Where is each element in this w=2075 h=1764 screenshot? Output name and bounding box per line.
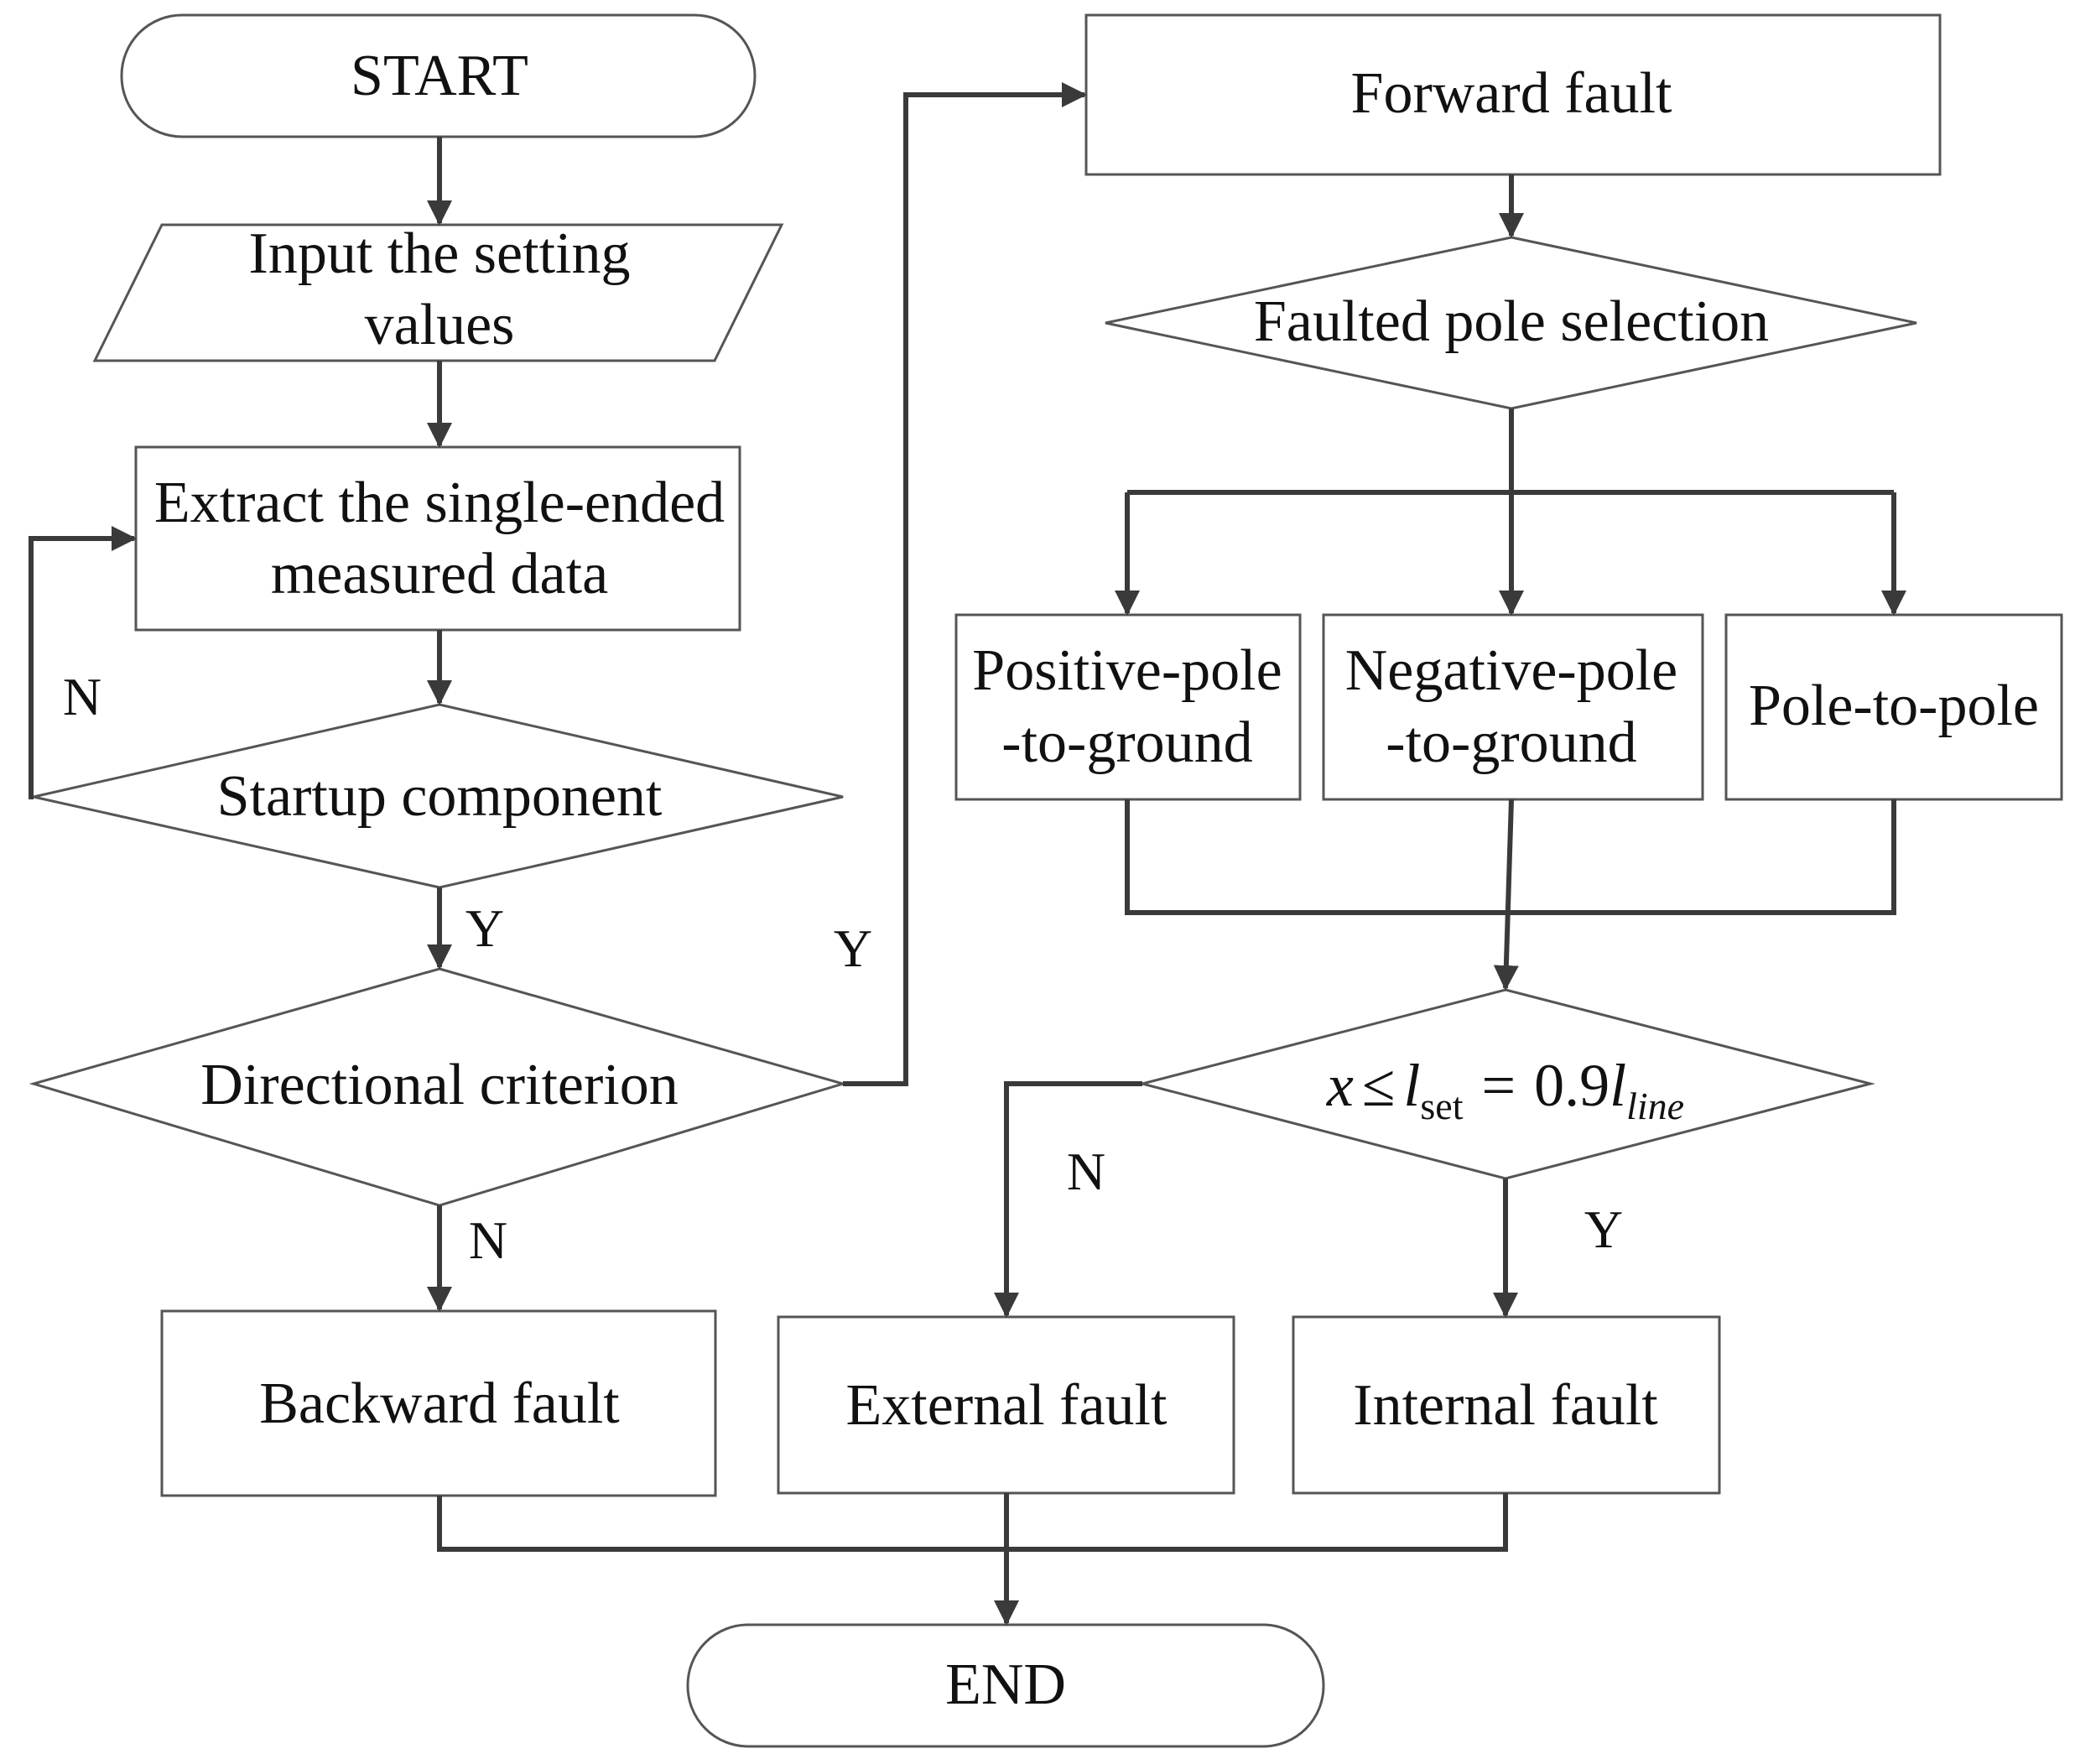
extract-data-box [134, 445, 741, 632]
backward-fault-box [160, 1309, 717, 1497]
internal-fault-box [1292, 1315, 1721, 1495]
input-label-line2: values [365, 293, 515, 357]
negative-label-line2: -to-ground [1386, 710, 1636, 775]
arrow-startup-no-loop [29, 526, 137, 799]
arrow-merge-to-condition [1493, 799, 1519, 991]
startup-label: Startup component [217, 764, 663, 829]
condition-yes-label: Y [1584, 1199, 1623, 1259]
startup-no-label: N [63, 667, 101, 726]
directional-no-label: N [469, 1210, 507, 1270]
condition-no-label: N [1067, 1142, 1105, 1201]
extract-label-line1: Extract the single-ended [154, 471, 725, 535]
arrow-condition-no-to-external [994, 1081, 1142, 1318]
pole-to-pole-box [1724, 613, 2063, 801]
end-label: END [945, 1652, 1066, 1717]
faulted-pole-label: Faulted pole selection [1254, 289, 1769, 354]
directional-yes-label: Y [834, 918, 872, 978]
directional-label: Directional criterion [200, 1053, 678, 1117]
forward-fault-box [1084, 13, 1942, 176]
backward-label: Backward fault [259, 1371, 620, 1436]
external-fault-box [777, 1315, 1235, 1495]
input-settings-parallelogram [92, 223, 784, 362]
input-label-line1: Input the setting [249, 221, 631, 286]
negative-label-line1: Negative-pole [1345, 638, 1677, 703]
startup-yes-label: Y [465, 898, 504, 958]
positive-label-line2: -to-ground [1001, 710, 1252, 775]
extract-label-line2: measured data [271, 542, 608, 606]
positive-label-line1: Positive-pole [972, 638, 1282, 703]
negative-pole-box [1322, 613, 1704, 801]
external-label: External fault [846, 1373, 1168, 1438]
start-label: START [351, 44, 528, 108]
internal-label: Internal fault [1353, 1373, 1658, 1438]
condition-formula: x≤lset=0.9lline [1326, 1052, 1684, 1127]
forward-label: Forward fault [1351, 61, 1673, 126]
pole-to-pole-label: Pole-to-pole [1749, 674, 2039, 738]
merge-positive-pole [1125, 799, 1896, 915]
merge-end-bar [437, 1493, 1508, 1552]
arrow-directional-yes-to-forward [843, 82, 1087, 1086]
